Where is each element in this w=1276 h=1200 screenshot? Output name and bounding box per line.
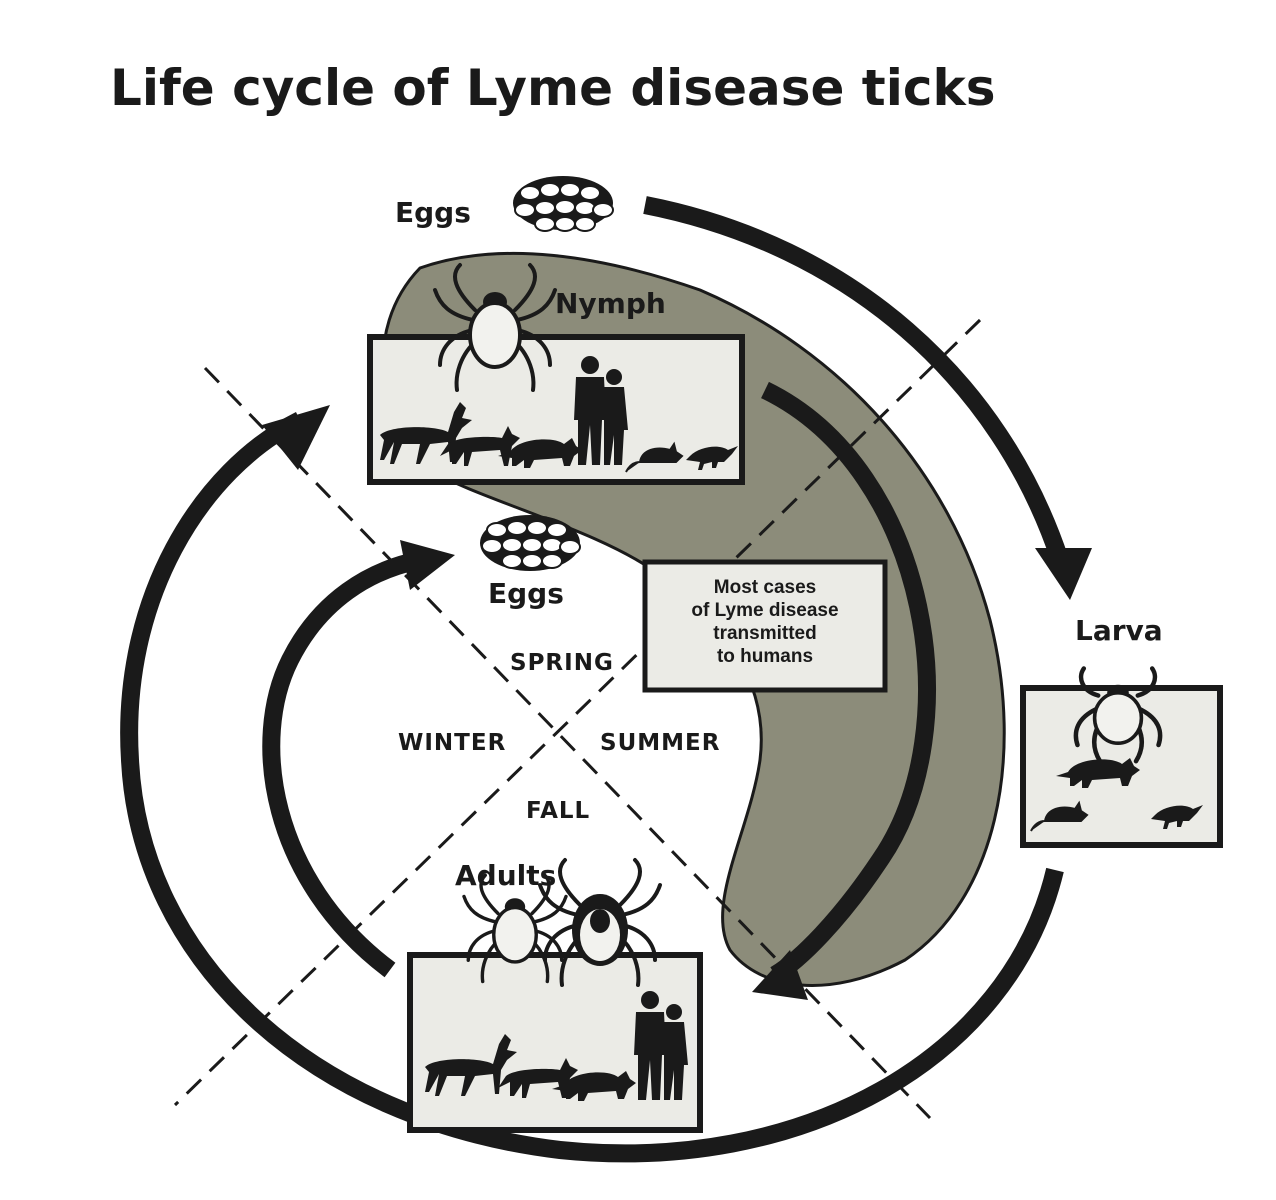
eggs-top-stage: Eggs	[395, 176, 614, 232]
nymph-hosts-panel	[367, 334, 745, 485]
diagram-title: Life cycle of Lyme disease ticks	[110, 59, 996, 117]
transmission-note: Most cases of Lyme disease transmitted t…	[642, 559, 888, 693]
adults-to-eggs-arrow	[262, 551, 422, 978]
nymph-label: Nymph	[555, 287, 666, 320]
season-winter-label: WINTER	[398, 730, 506, 756]
eggs-center-stage: Eggs	[480, 515, 581, 610]
season-spring-label: SPRING	[510, 650, 614, 676]
nymph-stage: Nymph	[367, 263, 745, 485]
eggs-top-label: Eggs	[395, 196, 471, 229]
transmission-note-box	[642, 559, 888, 693]
adults-hosts-panel	[407, 952, 703, 1133]
adults-stage: Adults	[407, 858, 703, 1133]
eggs-to-larva-arrow	[643, 196, 1069, 563]
note-line-1: Most cases	[714, 577, 816, 598]
outer-cycle-arrow	[120, 411, 1064, 1163]
nymph-to-adults-arrow	[761, 381, 936, 983]
eggs-to-larva-arrowhead	[1035, 548, 1092, 600]
adults-to-eggs-arrowhead	[400, 540, 455, 590]
outer-cycle-arrowhead	[262, 405, 330, 470]
eggs-center-label: Eggs	[488, 577, 564, 610]
note-line-3: transmitted	[713, 623, 816, 644]
note-line-2: of Lyme disease	[691, 600, 838, 621]
note-line-4: to humans	[717, 646, 813, 667]
season-divider-1	[203, 366, 932, 1120]
adult-female-tick-icon	[538, 858, 662, 987]
nymph-to-adults-arrowhead	[752, 950, 808, 1000]
season-divider-2	[173, 318, 982, 1107]
egg-cluster-center-icon	[480, 515, 581, 571]
larva-label: Larva	[1075, 614, 1163, 647]
larva-stage: Larva	[1020, 614, 1223, 848]
season-fall-label: FALL	[526, 798, 590, 824]
larva-tick-icon	[1073, 666, 1163, 764]
egg-cluster-top-icon	[513, 176, 614, 232]
season-summer-label: SUMMER	[600, 730, 720, 756]
